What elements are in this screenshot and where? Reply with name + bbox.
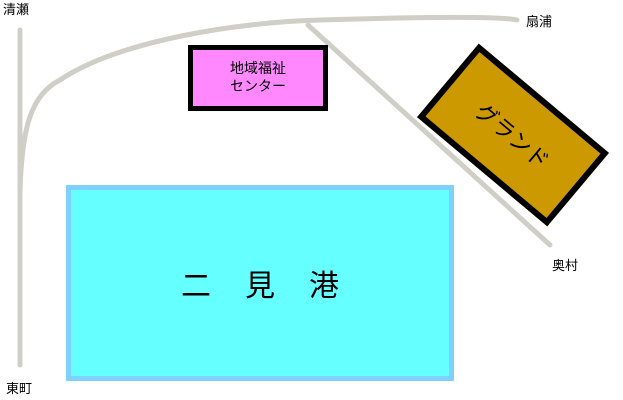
- place-kiyose: 清瀬: [3, 3, 30, 18]
- place-higashimachi: 東町: [6, 382, 33, 397]
- road-main-curve: [17, 14, 520, 193]
- harbor-label: 二見港: [181, 269, 373, 304]
- welfare-center: 地域福祉 センター: [188, 45, 328, 111]
- welfare-center-label-line2: センター: [230, 79, 286, 95]
- welfare-center-label-line1: 地域福祉: [230, 61, 286, 77]
- place-okumura: 奥村: [552, 259, 579, 274]
- ground-label: グランド: [469, 99, 554, 175]
- place-ogiura: 扇浦: [526, 15, 553, 30]
- futami-harbor: 二見港: [66, 185, 454, 381]
- road-diagonal: [305, 22, 553, 248]
